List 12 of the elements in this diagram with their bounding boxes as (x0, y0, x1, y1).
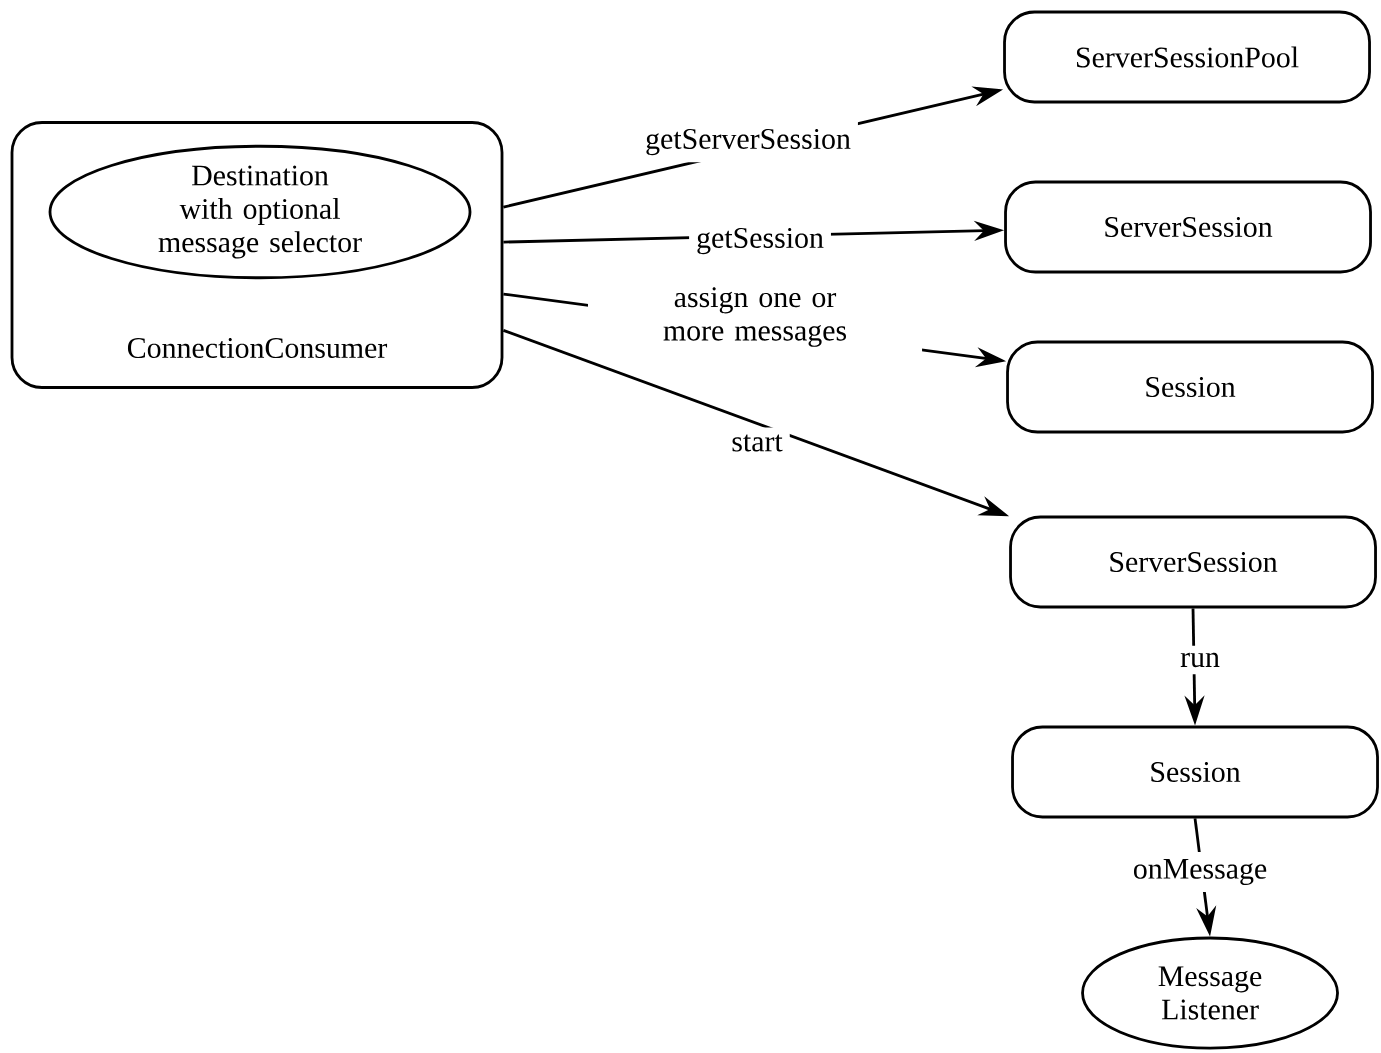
ellipse-node: Destination with optional message selector (48, 144, 472, 280)
edge-label: getServerSession (638, 121, 858, 163)
process-box: Session (1011, 725, 1379, 819)
process-box: ServerSession (1009, 515, 1377, 609)
edge-label: onMessage (1125, 852, 1275, 893)
process-box: ServerSession (1004, 180, 1372, 274)
edge-label: run (1173, 645, 1227, 675)
edge-label: getSession (689, 220, 831, 262)
process-box: Session (1006, 340, 1374, 434)
edge-label: start (724, 427, 790, 459)
process-box: ServerSessionPool (1003, 10, 1371, 104)
ellipse-node: Message Listener (1081, 936, 1339, 1050)
